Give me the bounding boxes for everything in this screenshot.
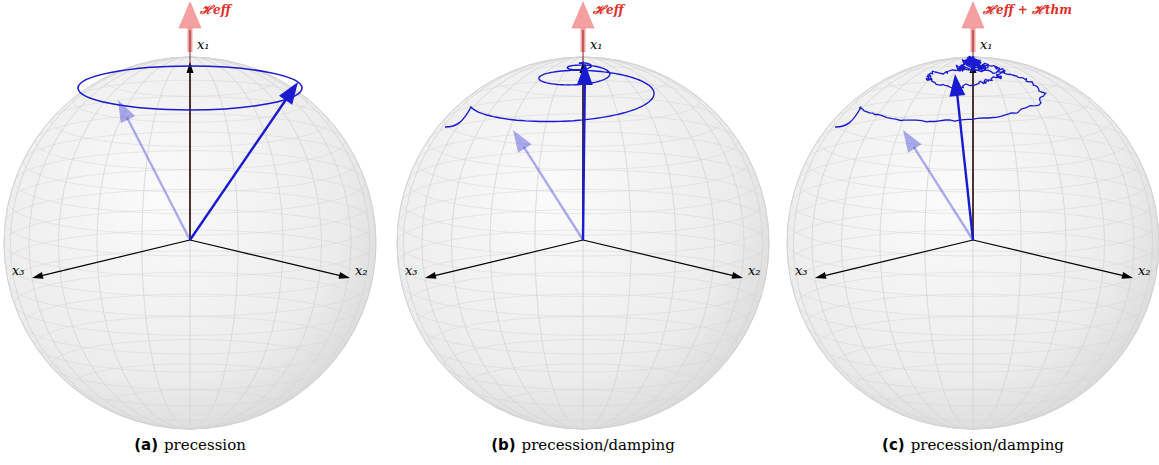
panel-letter: (a) <box>134 436 158 454</box>
caption: (c) precession/damping <box>783 436 1159 454</box>
field-label: ℋeff <box>593 4 624 17</box>
axis-label: x₃ <box>405 264 418 278</box>
axis-label: x₁ <box>980 38 993 52</box>
panel-letter: (b) <box>491 436 515 454</box>
caption: (a) precession <box>0 436 380 454</box>
axis-label: x₂ <box>355 264 368 278</box>
axis-label: x₂ <box>748 264 761 278</box>
axis-label: x₁ <box>590 38 603 52</box>
axis-label: x₁ <box>197 38 210 52</box>
panel-caption: precession <box>164 436 246 454</box>
trajectory <box>835 56 1046 240</box>
field-label: ℋeff + ℋthm <box>983 4 1072 17</box>
sphere <box>787 2 1159 429</box>
sphere <box>397 2 769 429</box>
axis-label: x₂ <box>1138 264 1151 278</box>
caption: (b) precession/damping <box>393 436 773 454</box>
axis-label: x₃ <box>795 264 808 278</box>
panel-caption: precession/damping <box>522 436 675 454</box>
panel-letter: (c) <box>882 436 905 454</box>
trajectory <box>445 62 654 240</box>
trajectory <box>78 66 302 240</box>
field-label: ℋeff <box>200 4 231 17</box>
sphere <box>4 2 376 429</box>
panel-caption: precession/damping <box>911 436 1064 454</box>
axis-label: x₃ <box>12 264 25 278</box>
